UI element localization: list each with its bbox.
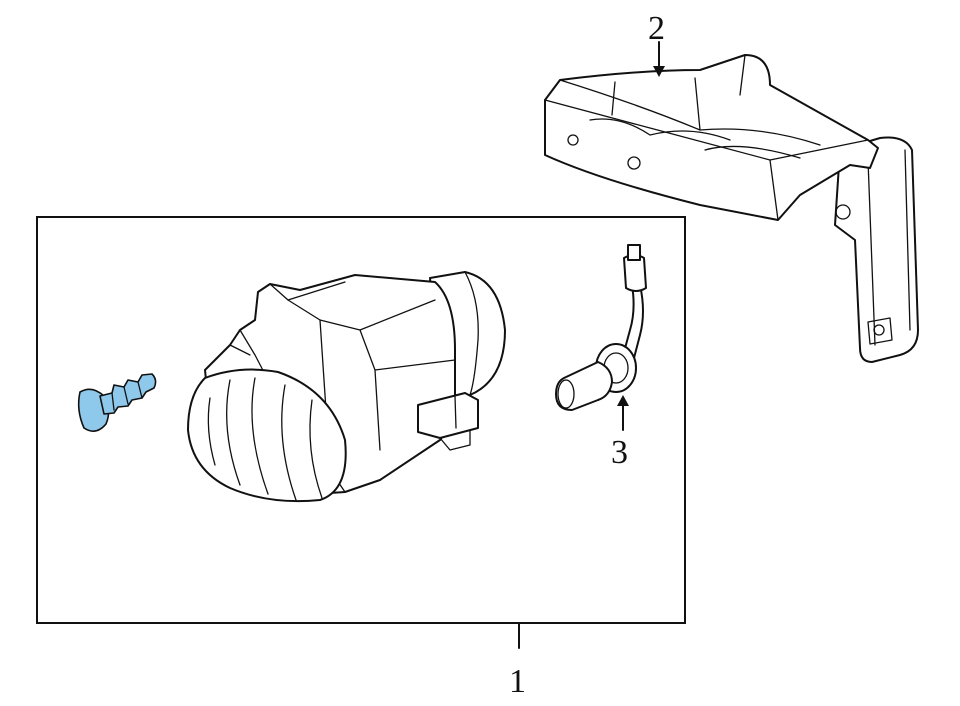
callout-2-label: 2: [648, 10, 665, 47]
bulb-with-socket[interactable]: [555, 244, 647, 431]
callout-3-label: 3: [611, 434, 628, 471]
fog-lamp-assembly[interactable]: [187, 271, 506, 503]
mounting-bracket[interactable]: [544, 41, 919, 363]
callout-1-label: 1: [509, 663, 526, 700]
mounting-screw[interactable]: [77, 373, 157, 432]
assembly-box: [36, 216, 686, 624]
